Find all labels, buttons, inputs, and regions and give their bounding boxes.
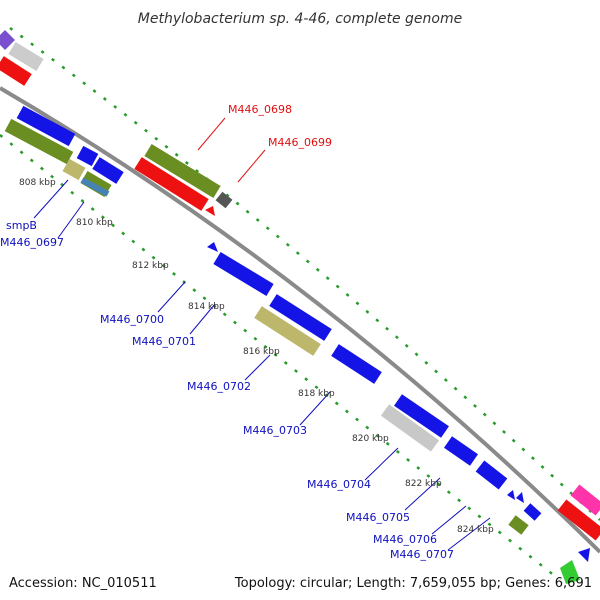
tick-818: 818 kbp (298, 389, 335, 399)
cds-olive-0698 (144, 144, 221, 198)
cds-grey-fragment (8, 42, 44, 71)
cds-blue-0707 (523, 503, 542, 521)
genome-backbone (0, 86, 600, 554)
leader-0704 (364, 447, 399, 481)
cds-red-arrow-tip (205, 206, 215, 216)
footer-accession: Accession: NC_010511 (9, 576, 157, 591)
cds-blue-small-arrow (207, 242, 218, 252)
map-title: Methylobacterium sp. 4-46, complete geno… (138, 11, 462, 27)
tick-816: 816 kbp (243, 347, 280, 357)
cds-red-right (557, 499, 600, 541)
label-m446-0702[interactable]: M446_0702 (187, 380, 251, 393)
footer-summary: Topology: circular; Length: 7,659,055 bp… (234, 576, 592, 591)
tick-820: 820 kbp (352, 434, 389, 444)
track-dots (0, 26, 600, 581)
leader-0701 (189, 303, 216, 335)
label-m446-0701[interactable]: M446_0701 (132, 335, 196, 348)
tick-814: 814 kbp (188, 302, 225, 312)
label-leaders (33, 117, 491, 551)
gene-labels: M446_0698 M446_0699 smpB M446_0697 M446_… (0, 103, 454, 561)
cds-olive-left (4, 118, 74, 165)
tick-822: 822 kbp (405, 479, 442, 489)
cds-blue-right-arrow (578, 548, 590, 562)
tick-812: 812 kbp (132, 261, 169, 271)
label-m446-0700[interactable]: M446_0700 (100, 313, 164, 326)
cds-pink-right (570, 484, 600, 516)
tick-808: 808 kbp (19, 178, 56, 188)
leader-0699 (237, 149, 266, 183)
track-ring-outer (9, 26, 600, 521)
leader-0697 (57, 201, 85, 239)
leader-0700 (157, 281, 186, 313)
cds-blue-tiny-2 (516, 492, 524, 503)
leader-0707 (447, 517, 491, 551)
cds-dark-small (215, 191, 233, 209)
leader-0705 (404, 477, 441, 511)
leader-0698 (197, 117, 226, 151)
leader-0702 (244, 354, 271, 381)
cds-purple-fragment (0, 30, 15, 50)
label-m446-0703[interactable]: M446_0703 (243, 424, 307, 437)
cds-blue-0703 (331, 344, 382, 384)
label-smpb[interactable]: smpB (6, 219, 37, 232)
cds-grey-0704 (380, 404, 440, 452)
label-m446-0707[interactable]: M446_0707 (390, 548, 454, 561)
cds-green-right (560, 560, 580, 584)
cds-olive-0707 (508, 515, 529, 535)
label-m446-0698[interactable]: M446_0698 (228, 103, 292, 116)
cds-blue-left (16, 105, 76, 147)
label-m446-0704[interactable]: M446_0704 (307, 478, 371, 491)
leader-0706 (431, 505, 467, 535)
cds-blue-0700 (213, 252, 274, 296)
tick-labels: 808 kbp 810 kbp 812 kbp 814 kbp 816 kbp … (19, 178, 494, 535)
cds-blue-small-2 (92, 157, 124, 184)
label-m446-0697[interactable]: M446_0697 (0, 236, 64, 249)
cds-blue-0705 (444, 436, 478, 466)
cds-red-0699 (134, 157, 209, 211)
track-ring-inner (0, 134, 561, 581)
cds-blue-0706 (475, 460, 508, 490)
label-m446-0706[interactable]: M446_0706 (373, 533, 437, 546)
cds-blue-small-1 (76, 145, 99, 167)
cds-blue-upper-0704 (394, 394, 449, 438)
cds-blue-0701 (269, 294, 332, 341)
cds-features (0, 30, 600, 584)
cds-khaki-0702 (254, 306, 321, 356)
leader-smpB (33, 179, 69, 219)
tick-824: 824 kbp (457, 525, 494, 535)
cds-red-fragment (0, 56, 32, 86)
tick-810: 810 kbp (76, 218, 113, 228)
cds-khaki-smpB (62, 158, 86, 181)
label-m446-0699[interactable]: M446_0699 (268, 136, 332, 149)
label-m446-0705[interactable]: M446_0705 (346, 511, 410, 524)
cds-blue-tiny-1 (507, 490, 515, 500)
leader-0703 (299, 391, 331, 426)
cds-steel-0697 (80, 177, 110, 197)
